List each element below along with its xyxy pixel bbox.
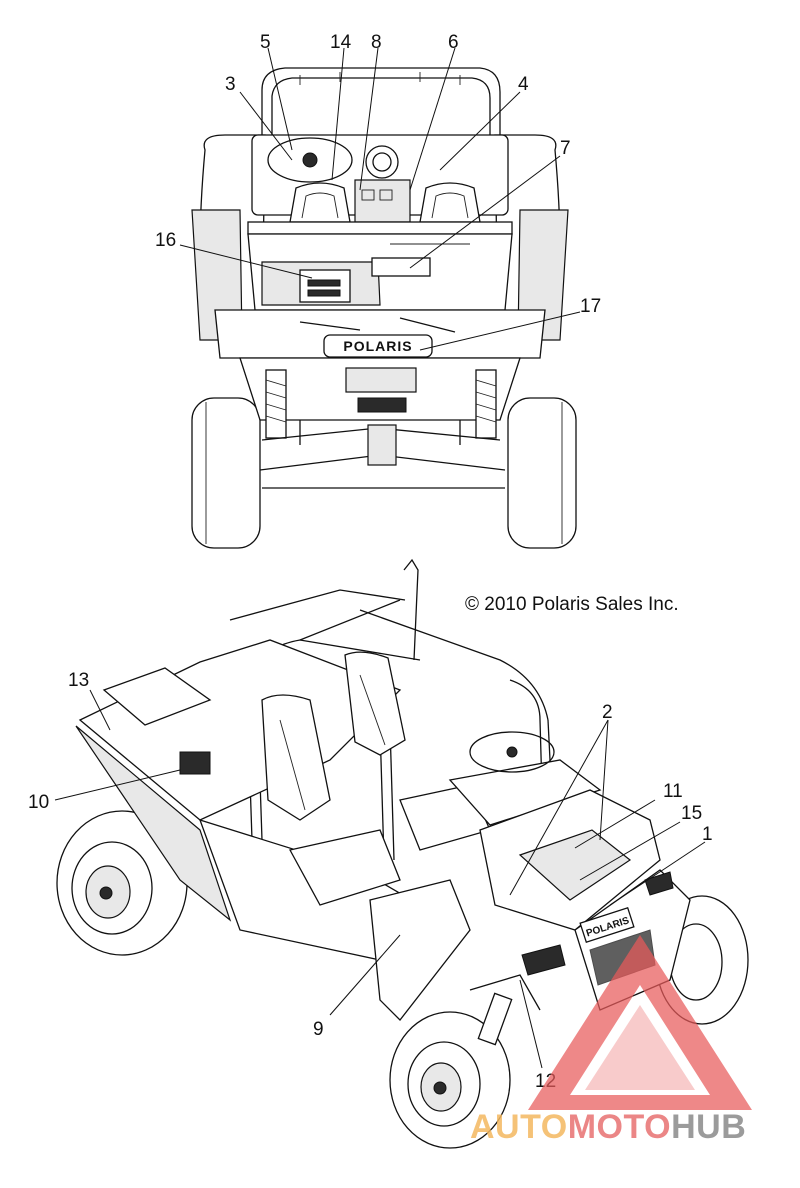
callout-4: 4 xyxy=(518,74,529,95)
callout-9: 9 xyxy=(313,1019,324,1040)
automotohub-watermark: AUTOMOTOHUB xyxy=(470,935,752,1146)
callout-3: 3 xyxy=(225,74,236,95)
rear-view-drawing: POLARIS xyxy=(191,67,577,549)
copyright-notice: © 2010 Polaris Sales Inc. xyxy=(465,594,679,615)
watermark-auto: AUTO xyxy=(470,1108,568,1146)
callout-15: 15 xyxy=(681,803,702,824)
svg-text:AUTOMOTOHUB: AUTOMOTOHUB xyxy=(470,1108,746,1146)
callout-8: 8 xyxy=(371,32,382,53)
watermark-hub: HUB xyxy=(671,1108,746,1146)
callout-17: 17 xyxy=(580,296,601,317)
callout-6: 6 xyxy=(448,32,459,53)
callout-1: 1 xyxy=(702,824,713,845)
callout-13: 13 xyxy=(68,670,89,691)
callout-16: 16 xyxy=(155,230,176,251)
callout-7: 7 xyxy=(560,138,571,159)
callout-14: 14 xyxy=(330,32,352,53)
watermark-moto: MOTO xyxy=(568,1108,671,1146)
polaris-badge-text: POLARIS xyxy=(343,338,412,354)
callout-labels: 5 14 8 6 3 4 7 16 17 13 10 2 11 15 1 9 1… xyxy=(28,32,713,1092)
callout-5: 5 xyxy=(260,32,271,53)
leader-lines xyxy=(54,47,706,1069)
watermark-triangle xyxy=(528,935,752,1110)
callout-11: 11 xyxy=(663,781,683,802)
callout-2: 2 xyxy=(602,702,613,723)
iso-view-drawing: POLARIS xyxy=(56,558,749,1149)
callout-10: 10 xyxy=(28,792,49,813)
